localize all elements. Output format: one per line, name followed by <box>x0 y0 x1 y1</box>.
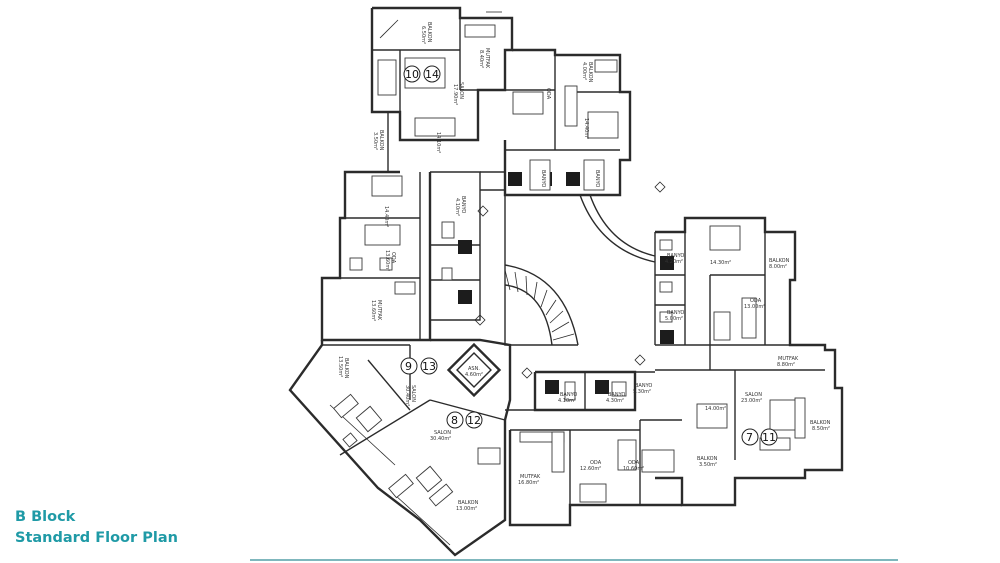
svg-text:MUTFAK: MUTFAK <box>484 48 490 69</box>
svg-text:BALKON: BALKON <box>343 358 349 379</box>
balkon-mid-left: BALKON 3.50m² <box>372 111 400 173</box>
svg-text:4.20m²: 4.20m² <box>665 259 683 265</box>
plan-caption: B Block Standard Floor Plan <box>15 507 178 549</box>
svg-text:MUTFAK: MUTFAK <box>778 356 799 362</box>
svg-text:3.50m²: 3.50m² <box>699 462 717 468</box>
svg-text:4.10m²: 4.10m² <box>454 198 460 216</box>
footer-line <box>250 559 898 561</box>
svg-text:BANYO: BANYO <box>540 170 546 187</box>
unit-markers: 10 14 9 13 8 12 7 11 <box>400 65 778 446</box>
svg-text:4.60m²: 4.60m² <box>465 372 483 378</box>
svg-text:14.30m²: 14.30m² <box>710 260 731 266</box>
unit-number-12: 12 <box>467 414 481 427</box>
svg-text:13.00m²: 13.00m² <box>456 506 477 512</box>
svg-text:4.00m²: 4.00m² <box>581 62 587 80</box>
unit-number-7: 7 <box>746 431 753 444</box>
svg-text:30.40m²: 30.40m² <box>404 385 410 406</box>
svg-text:6.50m²: 6.50m² <box>420 26 426 44</box>
svg-text:SALON: SALON <box>434 430 451 436</box>
svg-text:14.40m²: 14.40m² <box>583 118 589 139</box>
bottom-middle: BANYO 4.10m² BANYO 4.30m² BANYO 5.30m² M… <box>505 370 682 527</box>
svg-text:ODA: ODA <box>590 460 602 466</box>
left-wing: 14.40m² ODA 13.60m² MUTFAK 13.60m² BANYO… <box>320 170 505 342</box>
svg-text:8.50m²: 8.50m² <box>812 426 830 432</box>
svg-text:BANYO: BANYO <box>635 383 652 389</box>
svg-text:8.40m²: 8.40m² <box>478 50 484 68</box>
svg-text:SALON: SALON <box>458 82 464 99</box>
svg-text:MUTFAK: MUTFAK <box>376 300 382 321</box>
plan-subtitle: Standard Floor Plan <box>15 530 178 546</box>
svg-text:3.50m²: 3.50m² <box>372 132 378 150</box>
unit-number-10: 10 <box>405 68 419 81</box>
svg-text:BALKON: BALKON <box>587 62 593 83</box>
svg-text:13.00m²: 13.00m² <box>744 304 765 310</box>
elevator-core: ASN. 4.60m² <box>446 342 502 398</box>
svg-text:BANYO: BANYO <box>667 310 684 316</box>
svg-text:ASN.: ASN. <box>468 366 480 372</box>
unit-10-14: BALKON 6.50m² MUTFAK 8.40m² SALON 17.90m… <box>370 6 514 153</box>
svg-text:13.60m²: 13.60m² <box>370 300 376 321</box>
svg-text:8.80m²: 8.80m² <box>777 362 795 368</box>
svg-text:SALON: SALON <box>745 392 762 398</box>
svg-text:13.60m²: 13.60m² <box>384 250 390 271</box>
svg-text:10.60m²: 10.60m² <box>623 466 644 472</box>
svg-text:SALON: SALON <box>410 385 416 402</box>
svg-text:ODA: ODA <box>545 88 551 100</box>
unit-number-9: 9 <box>405 360 412 373</box>
block-title: B Block <box>15 509 76 525</box>
svg-text:MUTFAK: MUTFAK <box>520 474 541 480</box>
unit-number-8: 8 <box>451 414 458 427</box>
svg-text:14.40m²: 14.40m² <box>383 206 389 227</box>
unit-number-11: 11 <box>762 431 776 444</box>
svg-text:14.10m²: 14.10m² <box>435 132 441 153</box>
svg-text:30.40m²: 30.40m² <box>430 436 451 442</box>
svg-text:BANYO: BANYO <box>667 253 684 259</box>
svg-text:5.00m²: 5.00m² <box>665 316 683 322</box>
svg-text:BANYO: BANYO <box>460 196 466 213</box>
unit-number-13: 13 <box>422 360 436 373</box>
stair-core <box>504 194 656 346</box>
svg-text:BALKON: BALKON <box>697 456 718 462</box>
svg-text:BALKON: BALKON <box>458 500 479 506</box>
svg-text:BALKON: BALKON <box>769 258 790 264</box>
svg-text:BANYO: BANYO <box>608 392 625 398</box>
svg-text:BANYO: BANYO <box>560 392 577 398</box>
unit-number-14: 14 <box>425 68 439 81</box>
svg-text:16.80m²: 16.80m² <box>518 480 539 486</box>
svg-text:ODA: ODA <box>750 298 762 304</box>
svg-text:12.60m²: 12.60m² <box>580 466 601 472</box>
entrance-markers <box>474 181 666 379</box>
svg-text:5.30m²: 5.30m² <box>633 389 651 395</box>
svg-text:4.10m²: 4.10m² <box>558 398 576 404</box>
svg-text:BALKON: BALKON <box>426 22 432 43</box>
svg-text:4.30m²: 4.30m² <box>606 398 624 404</box>
svg-text:BALKON: BALKON <box>378 130 384 151</box>
svg-text:14.00m²: 14.00m² <box>705 406 726 412</box>
svg-text:ODA: ODA <box>390 252 396 264</box>
svg-text:13.50m²: 13.50m² <box>337 356 343 377</box>
unit-top-right: BALKON 4.00m² ODA 14.40m² BANYO BANYO <box>503 48 632 197</box>
svg-text:8.00m²: 8.00m² <box>769 264 787 270</box>
right-wing: 14.30m² BALKON 8.00m² BANYO 4.20m² BANYO… <box>641 216 844 507</box>
svg-text:ODA: ODA <box>628 460 640 466</box>
svg-text:17.90m²: 17.90m² <box>452 84 458 105</box>
svg-text:23.00m²: 23.00m² <box>741 398 762 404</box>
svg-text:BALKON: BALKON <box>810 420 831 426</box>
svg-text:BANYO: BANYO <box>594 170 600 187</box>
